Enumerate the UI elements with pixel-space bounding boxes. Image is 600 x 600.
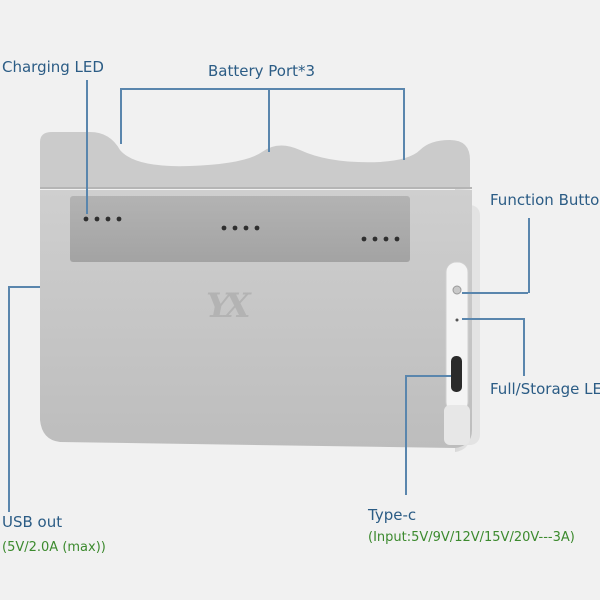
- function-button-leader-h: [462, 292, 528, 294]
- battery-port-bracket-top: [120, 88, 404, 90]
- battery-port-bracket-right: [403, 88, 405, 160]
- battery-port-bracket-mid: [268, 88, 270, 152]
- type-c-spec: (Input:5V/9V/12V/15V/20V---3A): [368, 530, 575, 545]
- full-storage-led-icon: [455, 318, 459, 322]
- battery-port-bracket-left: [120, 88, 122, 144]
- full-storage-led-leader-h: [462, 318, 524, 320]
- usb-out-label: USB out: [2, 513, 63, 531]
- type-c-leader-h: [405, 375, 451, 377]
- charging-led-label: Charging LED: [2, 58, 104, 76]
- led-panel: [70, 196, 410, 262]
- charging-led-dots: [83, 216, 400, 242]
- function-button-icon: [452, 285, 462, 295]
- type-c-port-icon: [451, 356, 462, 392]
- function-button-label: Function Butto: [490, 191, 600, 209]
- function-button-leader-v: [528, 218, 530, 293]
- full-storage-led-leader-v: [523, 318, 525, 376]
- battery-port-label: Battery Port*3: [208, 62, 316, 80]
- usb-out-leader-v: [8, 286, 10, 512]
- type-c-leader-v: [405, 375, 407, 495]
- charging-led-leader: [86, 80, 88, 214]
- usb-out-leader-h: [8, 286, 40, 288]
- usb-out-spec: (5V/2.0A (max)): [2, 540, 106, 555]
- brand-logo: YX: [206, 286, 251, 326]
- battery-port-top: [40, 132, 470, 188]
- type-c-label: Type-c: [368, 506, 417, 524]
- full-storage-led-label: Full/Storage LE: [490, 380, 600, 398]
